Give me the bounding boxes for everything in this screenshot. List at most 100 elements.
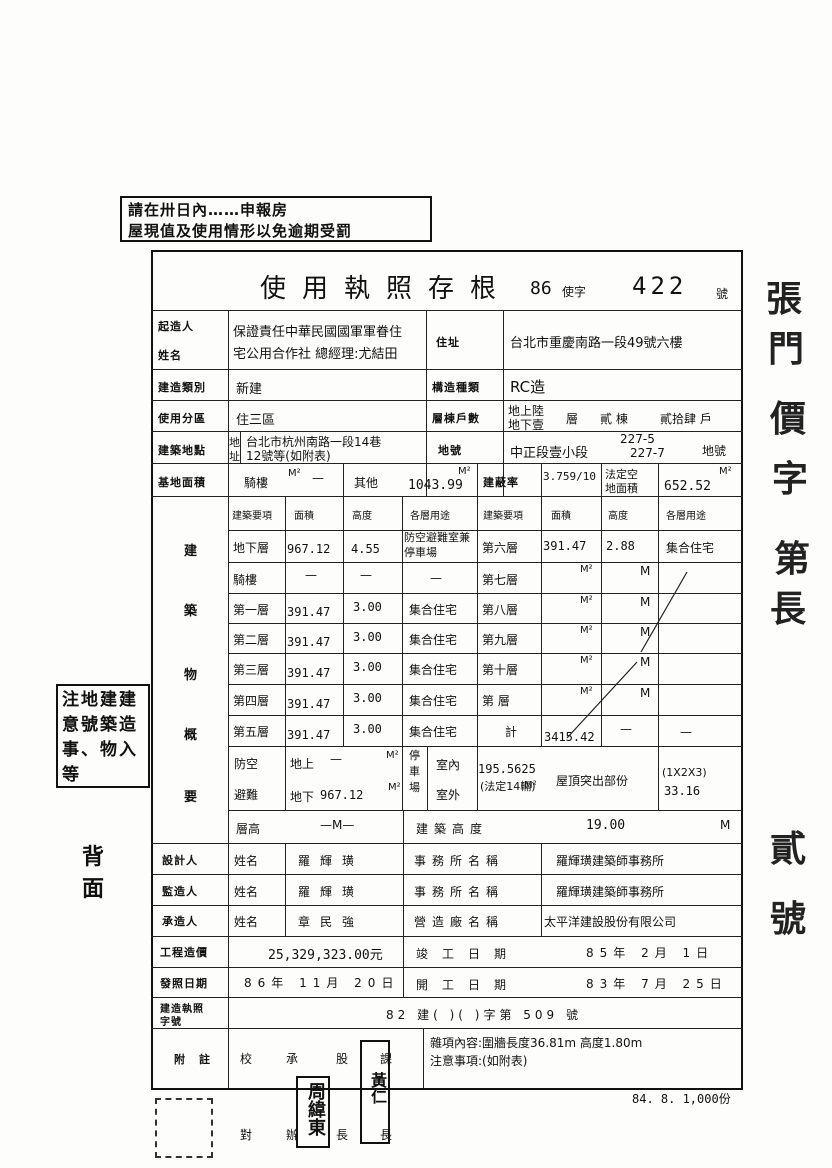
structure-label: 構造種類 [432, 381, 480, 394]
line [228, 715, 743, 716]
designer-office: 羅輝璜建築師事務所 [556, 854, 665, 868]
line [228, 530, 743, 531]
floor-area: 391.47 [287, 635, 331, 649]
overview-label-3: 物 [184, 668, 199, 683]
line [228, 810, 743, 811]
floor-height: 3.00 [353, 600, 382, 614]
permit-label-1: 建造執照 [160, 1004, 204, 1015]
floor-use: 集合住宅 [409, 663, 458, 677]
floor-area: 967.12 [287, 542, 331, 556]
floor-height: — [360, 568, 372, 582]
remarks-misc: 雜項內容:圍牆長度36.81m 高度1.80m [430, 1036, 643, 1050]
line [343, 463, 344, 746]
builder-label: 起造人 [158, 320, 194, 333]
contractor-company-label: 營造廠名稱 [414, 915, 505, 929]
supervisor-label: 監造人 [162, 885, 198, 898]
designer-label: 設計人 [162, 854, 198, 867]
unit-m2: M² [388, 782, 401, 793]
line [477, 746, 478, 810]
arcade-label: 騎樓 [244, 476, 269, 490]
floor-height: 4.55 [351, 542, 380, 556]
issue-value: 86年 11月 20日 [244, 976, 400, 990]
line [151, 463, 743, 464]
line [541, 463, 542, 746]
floors-above: 地上陸 [508, 404, 545, 418]
overview-label-2: 築 [184, 604, 199, 619]
builder-name-line2: 宅公用合作社 總經理:尤結田 [233, 347, 398, 362]
notice-line1: 請在卅日內 [128, 201, 209, 219]
shelter-above: 地上 [290, 757, 315, 771]
left-notice-line2: 意號築造 [62, 715, 138, 735]
contractor-company: 太平洋建設股份有限公司 [544, 915, 677, 929]
open-label-2: 地面積 [605, 482, 638, 495]
line [285, 746, 286, 810]
seal-stamp-2: 黃仁 [360, 1040, 390, 1144]
address-value: 台北市重慶南路一段49號六樓 [510, 336, 683, 351]
seal-word-3: 承 [286, 1052, 299, 1066]
arcade-value: — [312, 471, 324, 485]
floor-name: 計 [505, 725, 518, 739]
roof-value-2: 33.16 [664, 784, 701, 798]
overview-label-5: 要 [184, 790, 199, 805]
line [151, 496, 743, 497]
header-use-left: 各層用途 [410, 511, 450, 522]
notice-left-box: 注地建建 意號築造 事、物入 等 [56, 684, 150, 788]
designer-name: 羅輝璜 [298, 854, 365, 868]
empty-cells-strike [566, 571, 688, 739]
seal-word-4: 辦 [286, 1128, 299, 1142]
floor-use: 集合住宅 [409, 725, 458, 739]
side-mark: 貳 [770, 829, 807, 870]
line [151, 400, 743, 401]
floor-name: 第十層 [482, 663, 519, 677]
floor-name: 第五層 [233, 725, 270, 739]
left-notice-line4: 等 [62, 765, 81, 785]
header-item-left: 建築要項 [232, 511, 272, 522]
unit-m2: M² [580, 595, 593, 606]
side-mark: 門 [768, 329, 805, 370]
line [402, 496, 403, 746]
floor-area: 391.47 [287, 697, 331, 711]
unit-m2: M² [288, 468, 301, 479]
line [228, 684, 743, 685]
shelter-label-1: 防空 [234, 757, 259, 771]
floor-use: 集合住宅 [666, 541, 715, 555]
left-notice-line3: 事、物入 [62, 740, 138, 760]
floor-use: 集合住宅 [409, 603, 458, 617]
line [151, 843, 743, 844]
permit-form [151, 250, 743, 1090]
supervisor-name-label: 姓名 [234, 885, 259, 899]
unit-m2: M² [580, 655, 593, 666]
notice-line2: 屋現值及使用情形以免逾期受罰 [128, 222, 353, 240]
unit-m: M [640, 686, 651, 700]
footer-print: 84. 8. 1,000份 [632, 1092, 731, 1106]
line [228, 653, 743, 654]
open-label-1: 法定空 [605, 468, 638, 481]
floor-height: 3.00 [353, 630, 382, 644]
line [426, 431, 427, 496]
site-prefix-2: 址 [229, 450, 240, 463]
line [151, 997, 743, 998]
floor-use: — [430, 571, 442, 585]
floor-height: 2.88 [606, 539, 635, 553]
back-side-label: 背面 [82, 845, 105, 902]
parking-indoor-value: 195.5625 [478, 762, 536, 776]
floor-area: 391.47 [287, 605, 331, 619]
lot-value: 中正段壹小段 [510, 446, 589, 461]
floor-name: 第四層 [233, 694, 270, 708]
shelter-below-value: 967.12 [320, 788, 364, 802]
lot-num-1: 227-5 [620, 432, 655, 446]
floor-name: 第 層 [482, 694, 510, 708]
seal-word-6: 長 [336, 1128, 349, 1142]
contractor-name: 章民強 [298, 915, 365, 929]
floor-name: 第一層 [233, 603, 270, 617]
cost-label: 工程造價 [160, 946, 208, 959]
line [151, 874, 743, 875]
lot-num-2: 227-7 [630, 446, 665, 460]
issue-label: 發照日期 [160, 977, 208, 990]
side-mark: 號 [770, 899, 807, 940]
side-mark: 第 [774, 539, 811, 580]
shelter-label-2: 避難 [234, 788, 259, 802]
line [601, 463, 602, 746]
unit-m2: M² [580, 564, 593, 575]
seal-word-5: 股 [336, 1052, 349, 1066]
